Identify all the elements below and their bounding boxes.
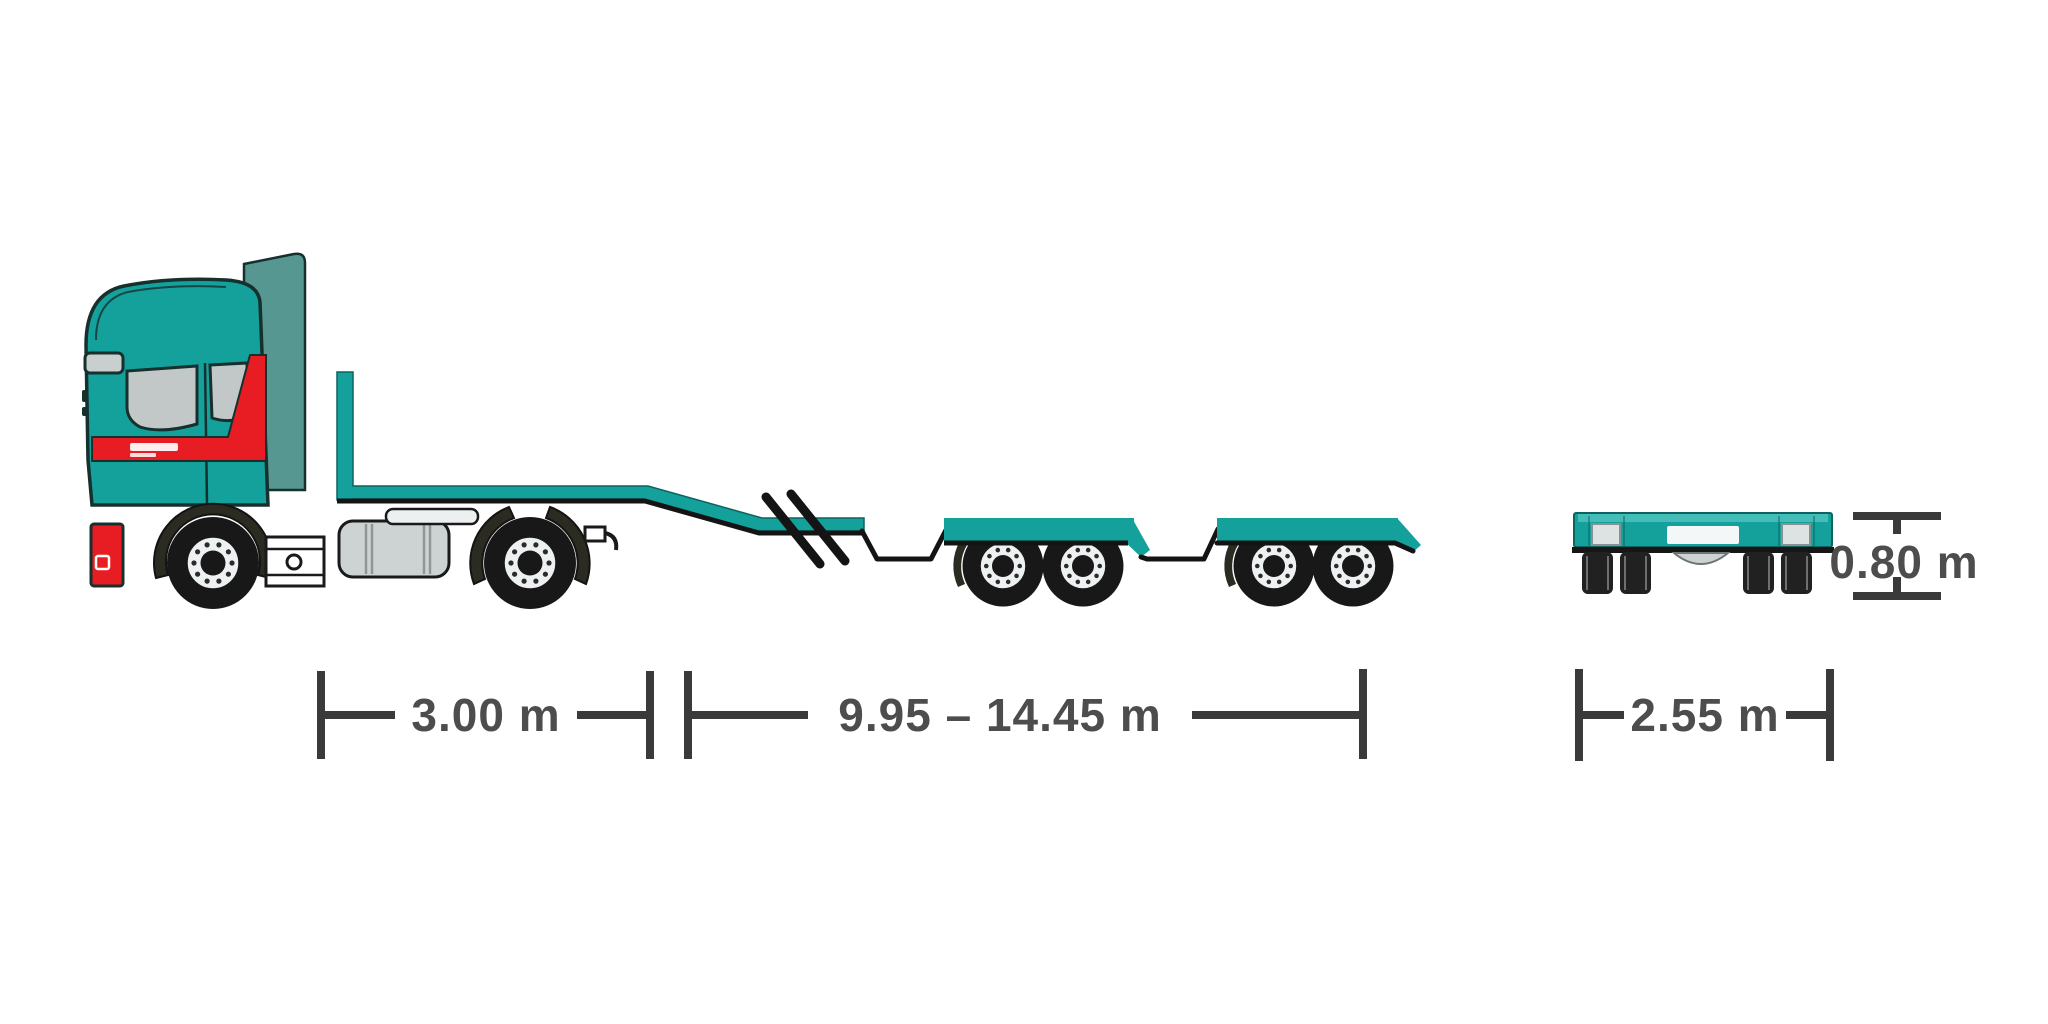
tractor-rear-wheel bbox=[482, 515, 578, 611]
tractor bbox=[82, 252, 619, 611]
side-mirror bbox=[83, 351, 125, 375]
front-bumper-detail bbox=[94, 554, 111, 571]
bogie2-fender bbox=[1224, 541, 1238, 587]
front-marker-light-1 bbox=[82, 390, 88, 402]
bogie1-fender bbox=[953, 541, 967, 587]
deck-dip-2 bbox=[1138, 526, 1221, 562]
dimension-loading-height: 0.80 m bbox=[1829, 512, 1978, 600]
bogie2-deck bbox=[1217, 518, 1398, 541]
rear-tow-hitch bbox=[583, 525, 619, 551]
bogie2-deck-underline bbox=[1214, 540, 1416, 554]
cab-side-window bbox=[125, 364, 199, 432]
dimension-label-loading-height: 0.80 m bbox=[1829, 536, 1978, 588]
bogie1-deck-slope bbox=[1124, 518, 1150, 557]
cab-door-seam bbox=[203, 362, 209, 504]
side-skirt-bar bbox=[384, 507, 480, 526]
cab-roof-seam bbox=[95, 285, 227, 341]
rear-chassis-beam bbox=[1572, 547, 1834, 553]
rear-tires bbox=[1582, 552, 1812, 594]
rear-deck-highlight bbox=[1578, 514, 1828, 522]
dimension-overall-width: 2.55 m bbox=[1575, 669, 1834, 761]
rear-wheel-cutout-left bbox=[1591, 523, 1621, 546]
dimension-tractor-length: 3.00 m bbox=[317, 671, 654, 759]
deck-break-marks bbox=[761, 489, 850, 569]
dimension-loading-length: 9.95 – 14.45 m bbox=[684, 669, 1367, 759]
dimension-label-loading-length: 9.95 – 14.45 m bbox=[838, 689, 1161, 741]
cab-logo bbox=[130, 443, 178, 457]
rear-marker-board bbox=[1667, 526, 1739, 544]
trailer bbox=[336, 371, 1421, 608]
chassis-battery-box bbox=[264, 535, 326, 588]
rear-fender-back bbox=[544, 505, 591, 586]
front-marker-light-2 bbox=[82, 407, 88, 416]
cab-red-stripe bbox=[91, 354, 267, 462]
fuel-tank bbox=[337, 519, 451, 579]
dimension-label-overall-width: 2.55 m bbox=[1630, 689, 1779, 741]
bogie1-deck bbox=[944, 518, 1134, 541]
rear-view bbox=[1572, 512, 1834, 594]
rear-axle-hump bbox=[1671, 552, 1731, 565]
gooseneck-and-deck bbox=[336, 371, 865, 532]
rear-fender-front bbox=[469, 505, 516, 586]
dimension-label-tractor-length: 3.00 m bbox=[411, 689, 560, 741]
tractor-front-wheel bbox=[165, 515, 261, 611]
deck-underline-front bbox=[337, 498, 864, 536]
deck-dip-1 bbox=[859, 527, 949, 562]
rear-wheel-cutout-right bbox=[1781, 523, 1811, 546]
